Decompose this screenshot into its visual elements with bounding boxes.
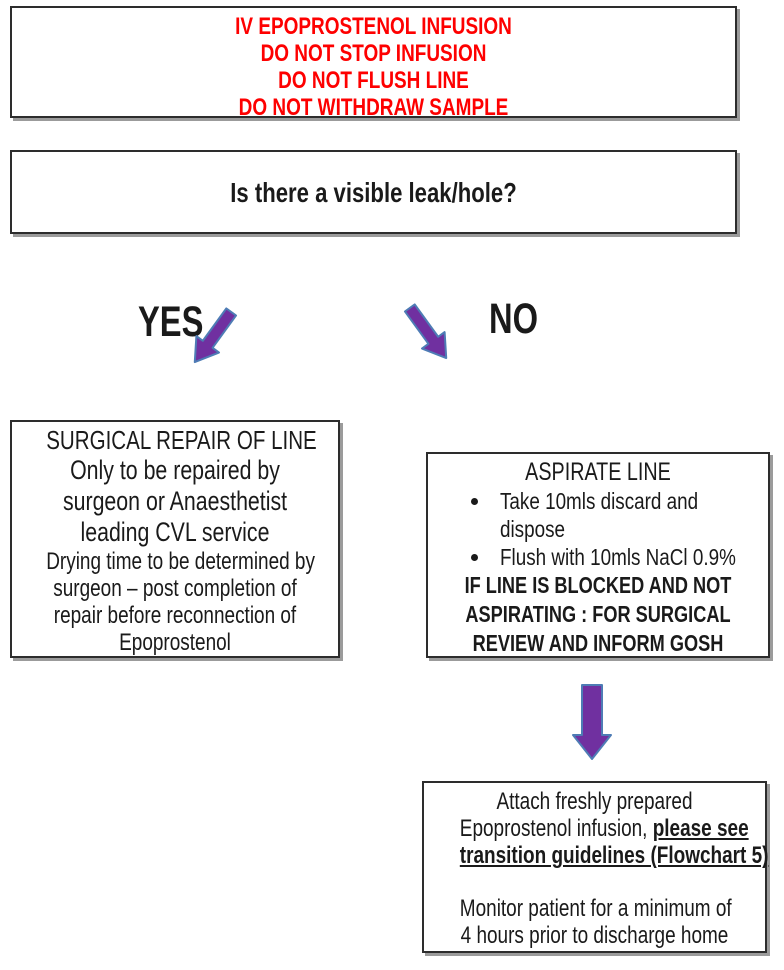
blank-line [424,869,765,895]
text-line: dispose [500,516,566,542]
attach-regular-text: Epoprostenol infusion, [459,815,653,842]
surgical-repair-box: SURGICAL REPAIR OF LINE Only to be repai… [10,420,340,658]
text-line: Only to be repaired by [70,455,280,485]
text-line: Take 10mls discard and [500,488,699,514]
attach-intro-text: Attach freshly prepared [496,788,693,815]
no-arrow-icon [397,298,459,367]
text-line: Drying time to be determined by [46,548,315,575]
monitor-text-line: Monitor patient for a minimum of [459,895,732,922]
aspirate-line-box: ASPIRATE LINE Take 10mls discard anddisp… [426,452,770,658]
aspirate-line-title: ASPIRATE LINE [428,458,768,487]
text-line: leading CVL service [80,517,270,547]
text-line: DO NOT WITHDRAW SAMPLE [238,94,509,121]
text-line: REVIEW AND INFORM GOSH [472,630,724,656]
text-line: SURGICAL REPAIR OF LINE [46,425,317,455]
question-text: Is there a visible leak/hole? [230,177,517,208]
bullet-item: Flush with 10mls NaCl 0.9% [492,543,768,571]
transition-guidelines-reference: transition guidelines (Flowchart 5) [459,842,769,869]
monitor-text: 4 hours prior to discharge home [460,922,729,949]
text-line: Epoprostenol [119,629,231,656]
yes-label: YES [138,298,204,346]
monitor-text-line: 4 hours prior to discharge home [460,922,729,949]
text-line: IF LINE IS BLOCKED AND NOT [464,572,732,598]
text-line: ASPIRATE LINE [525,458,671,486]
text-line: surgeon – post completion of [53,575,297,602]
text-line: ASPIRATING : FOR SURGICAL [465,601,731,627]
transition-guidelines-reference: please see [652,815,749,842]
surgical-repair-title: SURGICAL REPAIR OF LINE [12,425,338,455]
attach-infusion-box: Attach freshly prepared Epoprostenol inf… [422,781,769,953]
flow-arrow-icon [572,684,612,760]
attach-text-line: transition guidelines (Flowchart 5) [460,842,769,869]
yes-arrow-icon [182,302,244,371]
text-line: repair before reconnection of [53,602,297,629]
attach-text-line: Attach freshly prepared [460,788,729,815]
question-box: Is there a visible leak/hole? [10,150,737,234]
attach-text-line: Epoprostenol infusion, please see [459,815,749,842]
no-label: NO [489,295,539,343]
aspirate-warning-text: IF LINE IS BLOCKED AND NOT ASPIRATING : F… [428,571,768,658]
text-line: Flush with 10mls NaCl 0.9% [500,544,736,570]
text-line: surgeon or Anaesthetist [62,486,288,516]
text-line: DO NOT FLUSH LINE [278,67,469,94]
text-line: DO NOT STOP INFUSION [260,40,487,67]
text-line: IV EPOPROSTENOL INFUSION [235,13,512,40]
monitor-text: Monitor patient for a minimum of [459,895,732,922]
